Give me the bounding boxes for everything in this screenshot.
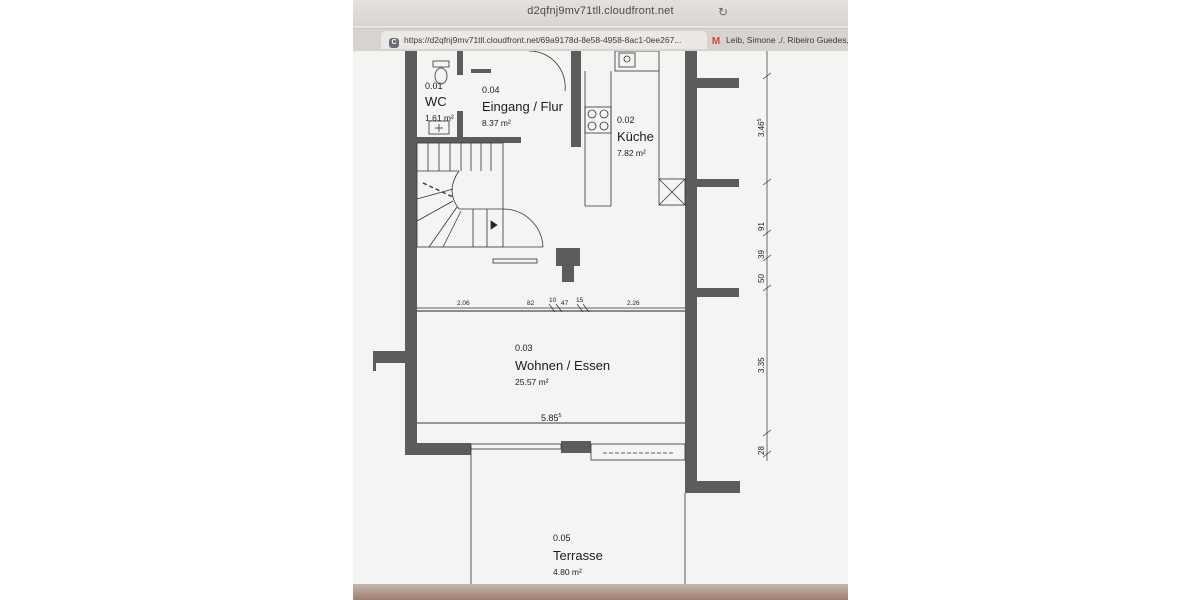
- dimension-label: 2.06: [457, 300, 470, 307]
- room-number: 0.05: [553, 533, 571, 543]
- room-number: 0.01: [425, 81, 443, 91]
- room-number: 0.03: [515, 343, 533, 353]
- wc-fixtures: [428, 60, 450, 135]
- dimension-label: 10: [549, 297, 557, 304]
- room-label-wohnen: 0.03 Wohnen / Essen 25.57 m²: [515, 343, 610, 387]
- tab-label: Leib, Simone ./. Ribeiro Guedes, I: [726, 35, 848, 45]
- room-label-kueche: 0.02 Küche 7.82 m²: [617, 115, 654, 158]
- dimension-label: 91: [757, 222, 766, 231]
- walls: [373, 51, 740, 493]
- dimension-label: 3.35: [757, 357, 766, 373]
- floor-plan-view: 0.01 WC 1.61 m² 0.04 Eingang / Flur 8.37…: [353, 50, 848, 584]
- room-label-flur: 0.04 Eingang / Flur 8.37 m²: [482, 85, 564, 128]
- staircase: [416, 142, 544, 248]
- room-label-wc: 0.01 WC 1.61 m²: [425, 81, 454, 123]
- site-favicon-icon: C: [389, 38, 399, 48]
- kitchen-fixtures: [584, 50, 686, 207]
- door-swing: [528, 50, 566, 92]
- floor-plan: 0.01 WC 1.61 m² 0.04 Eingang / Flur 8.37…: [373, 50, 772, 584]
- dimension-label: 82: [527, 300, 535, 307]
- room-name: Eingang / Flur: [482, 99, 564, 114]
- room-number: 0.04: [482, 85, 500, 95]
- tab-gmail[interactable]: M Leib, Simone ./. Ribeiro Guedes, I: [705, 31, 848, 49]
- dimension-label: 3.465: [757, 118, 766, 137]
- dimension-label: 47: [561, 300, 569, 307]
- room-number: 0.02: [617, 115, 635, 125]
- total-width-label: 5.855: [541, 413, 562, 423]
- dimension-label: 39: [757, 250, 766, 259]
- room-name: Küche: [617, 129, 654, 144]
- room-area: 7.82 m²: [617, 148, 646, 158]
- vertical-dimension-line: [762, 51, 772, 461]
- address-bar[interactable]: d2qfnj9mv71tll.cloudfront.net ↻: [353, 0, 848, 26]
- address-text: d2qfnj9mv71tll.cloudfront.net: [527, 5, 674, 17]
- room-area: 25.57 m²: [515, 377, 549, 387]
- terrace: [470, 443, 686, 584]
- room-label-terrasse: 0.05 Terrasse 4.80 m²: [553, 533, 603, 577]
- room-name: Wohnen / Essen: [515, 358, 610, 373]
- room-name: Terrasse: [553, 548, 603, 563]
- room-area: 4.80 m²: [553, 567, 582, 577]
- reload-icon[interactable]: ↻: [717, 5, 728, 19]
- horizontal-dimension-line: [417, 303, 685, 424]
- gmail-icon: M: [711, 36, 721, 47]
- dimension-label: 50: [757, 274, 766, 283]
- room-area: 8.37 m²: [482, 118, 511, 128]
- dimension-label: 2.26: [627, 300, 640, 307]
- tab-label: https://d2qfnj9mv71tll.cloudfront.net/69…: [404, 35, 682, 45]
- room-area: 1.61 m²: [425, 113, 454, 123]
- photo-bottom-edge: [353, 584, 848, 600]
- dimension-label: 15: [576, 297, 584, 304]
- dimension-label: 28: [757, 446, 766, 455]
- room-name: WC: [425, 94, 447, 109]
